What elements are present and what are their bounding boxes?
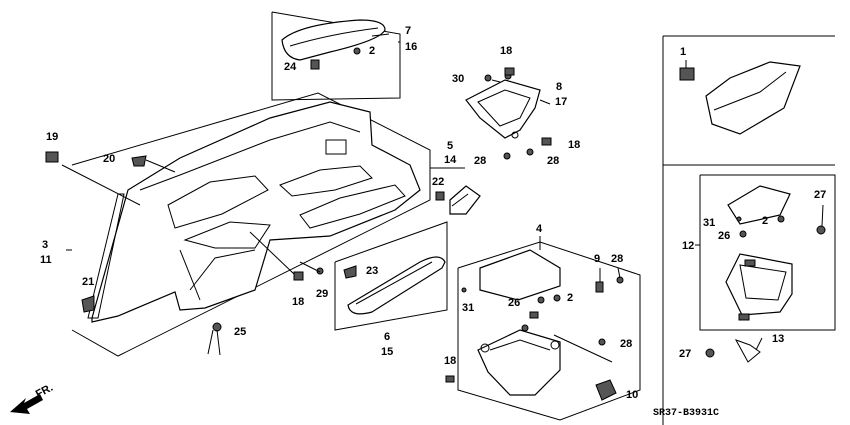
part-clip-block <box>595 379 617 401</box>
callout-28-a: 28 <box>474 155 486 167</box>
callout-2: 2 <box>369 45 375 57</box>
callout-14: 14 <box>444 154 457 166</box>
part-upper-right-panel <box>679 61 801 135</box>
callout-labels: 7 16 2 24 19 20 3 11 21 25 18 29 23 6 15… <box>40 25 826 419</box>
callout-18-d: 18 <box>444 355 456 367</box>
callout-2-c: 2 <box>762 215 768 227</box>
callout-22: 22 <box>432 176 444 188</box>
callout-13: 13 <box>772 333 784 345</box>
callout-5: 5 <box>447 140 453 152</box>
callout-2-b: 2 <box>567 292 573 304</box>
callout-6: 6 <box>384 331 390 343</box>
callout-9: 9 <box>594 253 600 265</box>
callout-26-a: 26 <box>508 297 520 309</box>
diagram-code: SR37-B3931C <box>653 408 719 419</box>
front-direction-label: FR. <box>34 382 55 401</box>
callout-10: 10 <box>626 389 638 401</box>
front-direction-arrow: FR. <box>10 382 55 414</box>
callout-3: 3 <box>42 239 48 251</box>
callout-4: 4 <box>536 223 543 235</box>
callout-17: 17 <box>555 96 567 108</box>
callout-18-a: 18 <box>292 296 304 308</box>
leader-lines <box>61 41 824 363</box>
callout-30: 30 <box>452 73 464 85</box>
part-side-trim-panel <box>87 101 421 323</box>
callout-23: 23 <box>366 265 378 277</box>
callout-31-a: 31 <box>462 302 474 314</box>
part-holder-upper <box>465 72 541 139</box>
callout-8: 8 <box>556 81 562 93</box>
callout-31-b: 31 <box>703 217 715 229</box>
callout-21: 21 <box>82 276 94 288</box>
callout-11: 11 <box>40 254 52 266</box>
callout-1: 1 <box>680 46 686 58</box>
callout-28-d: 28 <box>620 338 632 350</box>
callout-12: 12 <box>682 240 694 252</box>
callout-18-b: 18 <box>500 45 512 57</box>
callout-27-a: 27 <box>814 189 826 201</box>
callout-18-c: 18 <box>568 139 580 151</box>
fasteners <box>45 67 826 383</box>
callout-28-c: 28 <box>611 253 623 265</box>
callout-20: 20 <box>103 153 115 165</box>
part-lower-tray <box>477 249 604 396</box>
callout-27-b: 27 <box>679 348 691 360</box>
part-cover-lid <box>281 19 390 70</box>
part-pocket <box>346 256 446 315</box>
callout-29: 29 <box>316 288 328 300</box>
callout-25: 25 <box>234 326 246 338</box>
callout-26-b: 26 <box>718 230 730 242</box>
callout-7: 7 <box>405 25 411 37</box>
callout-15: 15 <box>381 346 393 358</box>
part-pad <box>435 185 481 215</box>
callout-16: 16 <box>405 41 417 53</box>
callout-24: 24 <box>284 61 297 73</box>
callout-19: 19 <box>46 131 58 143</box>
callout-28-b: 28 <box>547 155 559 167</box>
